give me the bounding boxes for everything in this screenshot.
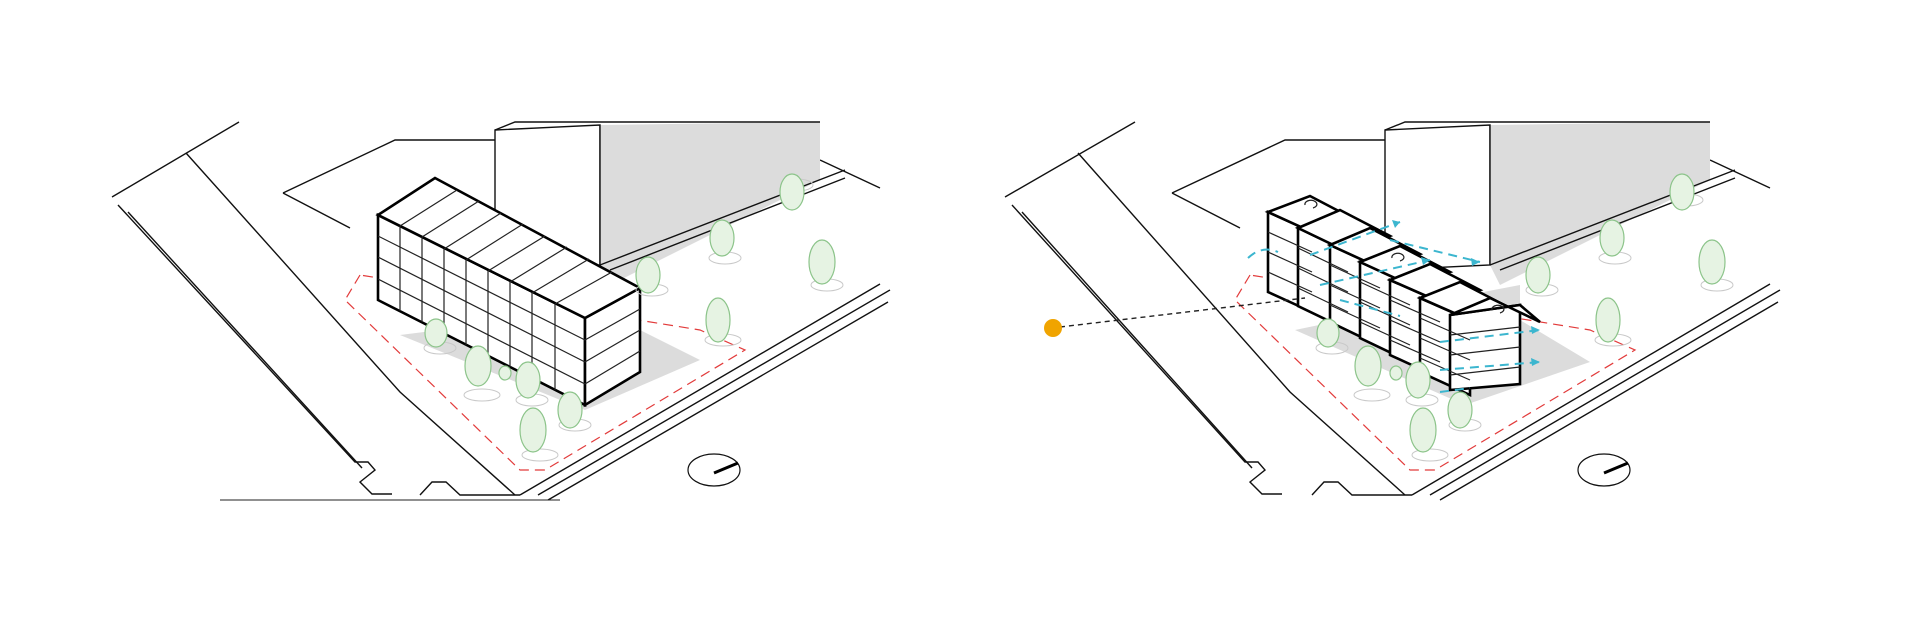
neighbour-building <box>1384 121 1736 285</box>
tree-icon <box>1315 318 1349 355</box>
tree-icon <box>515 361 549 407</box>
tree-icon <box>808 239 844 292</box>
tree-icon <box>1389 365 1403 381</box>
neighbour-building <box>494 121 846 285</box>
tree-icon <box>1447 391 1482 432</box>
trees-left <box>423 173 844 462</box>
tree-icon <box>635 256 669 297</box>
sun-icon <box>1044 319 1062 337</box>
main-building-right <box>1264 194 1541 398</box>
main-building-left <box>375 176 643 408</box>
tree-icon <box>708 219 742 265</box>
tree-icon <box>519 407 559 462</box>
left-panel <box>111 121 891 501</box>
site-boundary <box>1234 274 1637 471</box>
tree-icon <box>1594 297 1632 347</box>
rotation-arrow-icon <box>1491 304 1505 314</box>
tree-icon <box>1353 345 1391 402</box>
tree-icon <box>557 391 592 432</box>
right-panel <box>1004 121 1781 501</box>
rotation-arrow-icon <box>1304 199 1318 209</box>
north-arrow-icon <box>1577 453 1631 487</box>
tree-icon <box>1598 219 1632 265</box>
site-boundary <box>344 274 747 471</box>
tree-icon <box>1525 256 1559 297</box>
tree-icon <box>423 318 457 355</box>
tree-icon <box>498 365 512 381</box>
street-linework <box>1004 121 1781 501</box>
tree-icon <box>1698 239 1734 292</box>
rotation-arrow-icon <box>1391 252 1405 262</box>
tree-icon <box>704 297 742 347</box>
tree-icon <box>463 345 501 402</box>
tree-icon <box>1409 407 1449 462</box>
tree-icon <box>1669 173 1704 211</box>
sun-ray <box>1059 297 1306 328</box>
airflow-arrows <box>1247 220 1541 393</box>
tree-icon <box>779 173 814 211</box>
north-arrow-icon <box>687 453 741 487</box>
trees-right <box>1315 173 1734 462</box>
tree-icon <box>1405 361 1439 407</box>
street-linework <box>111 121 891 501</box>
